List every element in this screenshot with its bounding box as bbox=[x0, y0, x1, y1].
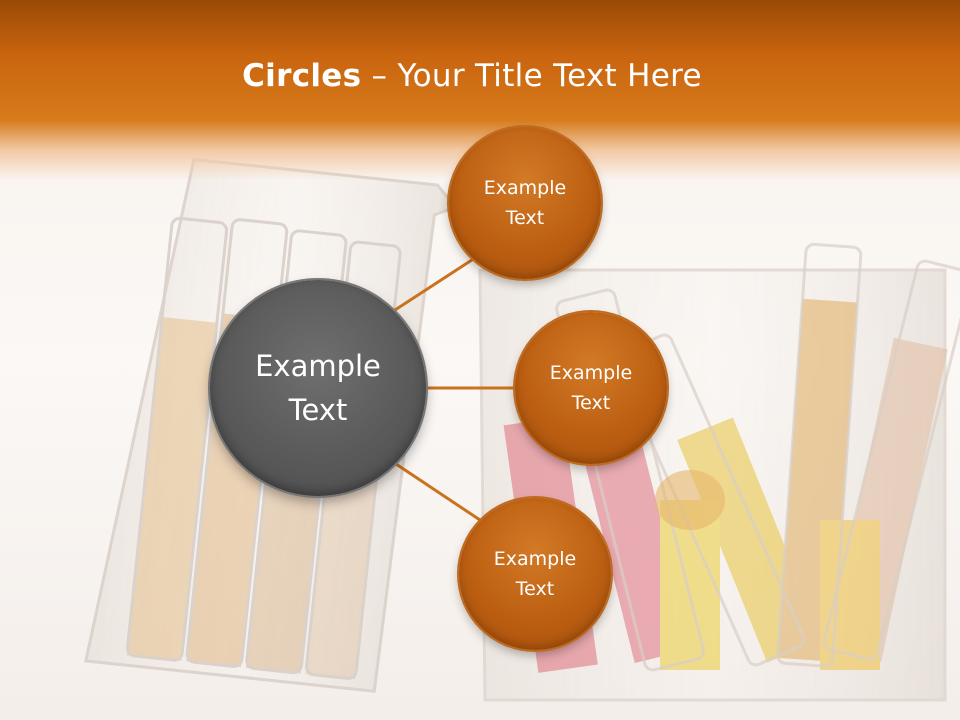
satellite-circle-middle[interactable]: Example Text bbox=[515, 312, 667, 464]
satellite-circle-top[interactable]: Example Text bbox=[449, 127, 601, 279]
satellite-label-bottom: Example Text bbox=[475, 544, 595, 604]
connector-bottom bbox=[396, 464, 480, 520]
connector-top bbox=[395, 256, 478, 310]
satellite-label-middle: Example Text bbox=[531, 358, 651, 418]
satellite-circle-bottom[interactable]: Example Text bbox=[459, 498, 611, 650]
center-circle[interactable]: Example Text bbox=[210, 280, 426, 496]
satellite-label-top: Example Text bbox=[465, 173, 585, 233]
center-circle-label: Example Text bbox=[233, 344, 403, 432]
